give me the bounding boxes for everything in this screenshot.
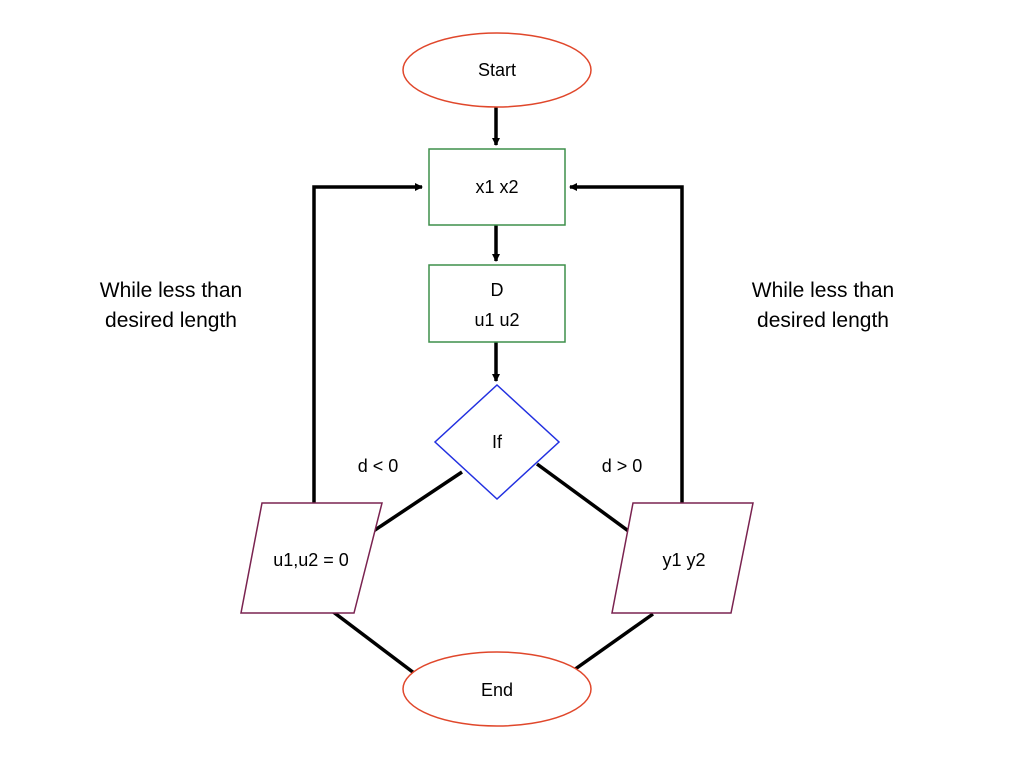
arrow-output-zero-to-end (326, 606, 424, 681)
output-y-node: y1 y2 (611, 502, 754, 614)
output-zero-node: u1,u2 = 0 (240, 502, 383, 614)
input-node: x1 x2 (428, 148, 566, 226)
arrow-decision-to-output-y (535, 462, 640, 540)
arrow-loop-right (569, 183, 684, 506)
loop-right-label-line1: While less than (752, 279, 894, 302)
compute-box (428, 264, 566, 343)
decision-node: If (433, 383, 561, 501)
end-label: End (481, 680, 513, 700)
decision-label: If (492, 432, 503, 452)
arrow-output-y-to-end (562, 612, 655, 679)
input-label: x1 x2 (475, 177, 518, 197)
start-node: Start (402, 32, 592, 108)
connectors (312, 107, 684, 681)
start-ellipse (402, 32, 592, 108)
output-y-parallelogram (611, 502, 754, 614)
compute-label-line1: D (491, 280, 504, 300)
loop-left-label-line2: desired length (105, 309, 237, 332)
decision-diamond (433, 383, 561, 501)
arrow-loop-left (312, 183, 423, 506)
start-label: Start (478, 60, 516, 80)
branch-left-label: d < 0 (358, 456, 399, 476)
compute-label-line2: u1 u2 (474, 310, 519, 330)
end-ellipse (402, 651, 592, 727)
end-node: End (402, 651, 592, 727)
output-y-label: y1 y2 (662, 550, 705, 570)
output-zero-parallelogram (240, 502, 383, 614)
loop-right-label-line2: desired length (757, 309, 889, 332)
branch-right-label: d > 0 (602, 456, 643, 476)
loop-left-label-line1: While less than (100, 279, 242, 302)
output-zero-label: u1,u2 = 0 (273, 550, 349, 570)
arrow-decision-to-output-zero (362, 470, 463, 540)
input-box (428, 148, 566, 226)
compute-node: D u1 u2 (428, 264, 566, 343)
